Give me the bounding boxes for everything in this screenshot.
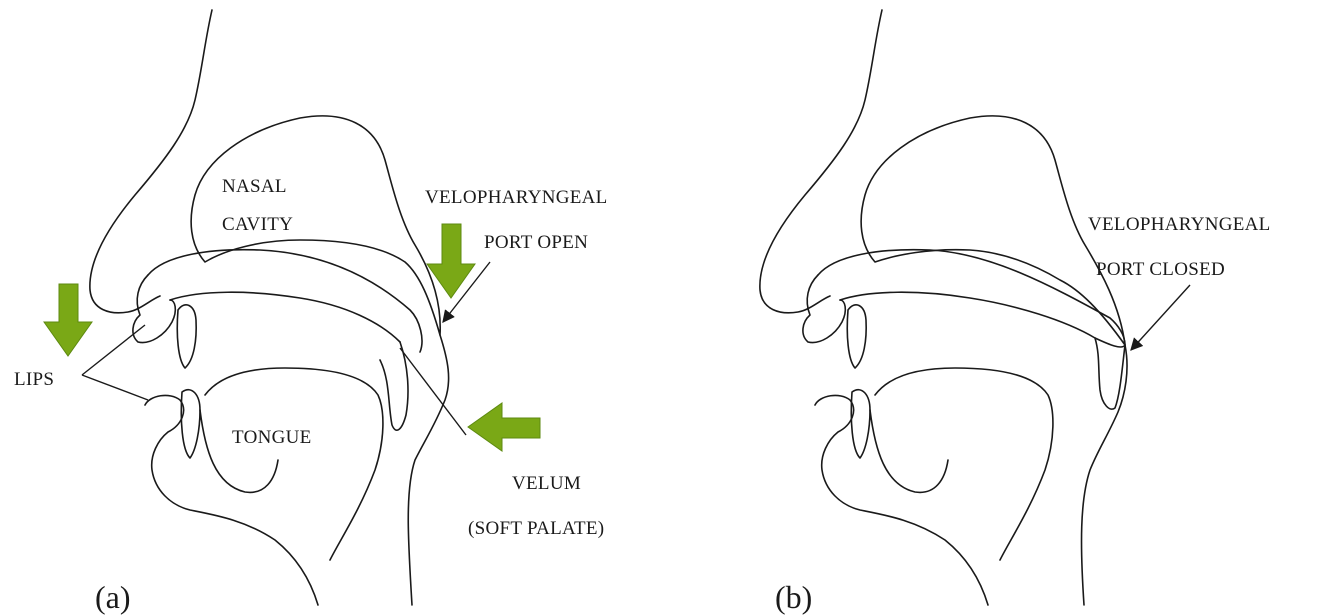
panel-a-label: (a) xyxy=(95,579,131,615)
panel-b-velum xyxy=(1095,338,1125,409)
panel-a-velum-label-2: (SOFT PALATE) xyxy=(468,518,604,539)
panel-a-lips-label: LIPS xyxy=(14,369,54,390)
panel-a-upper-teeth xyxy=(177,305,196,368)
panel-a-hard-palate-lower xyxy=(170,292,400,342)
panel-a-nose-outline xyxy=(90,10,212,313)
panel-a-velum-pointer xyxy=(400,348,466,435)
panel-b-label: (b) xyxy=(775,579,812,615)
lips-highlight-arrow-icon xyxy=(44,284,92,356)
panel-b-lower-lip xyxy=(815,395,988,605)
panel-b-lower-teeth xyxy=(851,390,870,458)
panel-a-lips-pointer-lower xyxy=(82,375,148,400)
panel-a-nasal-label-2: CAVITY xyxy=(222,214,293,235)
panel-a-hard-palate-upper xyxy=(148,250,422,352)
panel-a-tongue xyxy=(205,368,383,560)
panel-a-lips-pointer-upper xyxy=(82,325,145,375)
panel-b-nose-outline xyxy=(760,10,882,313)
panel-b-mouth-floor xyxy=(870,410,948,492)
panel-a-velopharyngeal-label-2: PORT OPEN xyxy=(484,232,588,253)
panel-b-port-closed-arrow xyxy=(1131,285,1190,350)
panel-a-mouth-floor xyxy=(200,410,278,492)
panel-a-nasal-label-1: NASAL xyxy=(222,176,287,197)
panel-a-upper-lip xyxy=(133,275,175,343)
panel-b-velopharyngeal-label-1: VELOPHARYNGEAL xyxy=(1088,214,1271,235)
panel-a-velopharyngeal-label-1: VELOPHARYNGEAL xyxy=(425,187,608,208)
panel-a-velum xyxy=(380,342,408,430)
panel-b-velopharyngeal-label-2: PORT CLOSED xyxy=(1096,259,1225,280)
panel-a-tongue-label: TONGUE xyxy=(232,427,312,448)
panel-a-velum-label-1: VELUM xyxy=(512,473,581,494)
panel-b-hard-palate-upper xyxy=(818,250,1125,345)
panel-a-lower-teeth xyxy=(181,390,200,458)
panel-a-pharynx-wall xyxy=(408,335,448,605)
panel-b: VELOPHARYNGEAL PORT CLOSED (b) xyxy=(760,10,1271,615)
panel-b-nasal-cavity xyxy=(861,116,1125,345)
panel-b-upper-lip xyxy=(803,275,845,343)
panel-b-hard-palate-lower xyxy=(840,292,1095,338)
panel-b-upper-teeth xyxy=(847,305,866,368)
panel-a: NASAL CAVITY VELOPHARYNGEAL PORT OPEN LI… xyxy=(14,10,608,615)
panel-b-tongue xyxy=(875,368,1053,560)
velum-highlight-arrow-icon xyxy=(468,403,540,451)
